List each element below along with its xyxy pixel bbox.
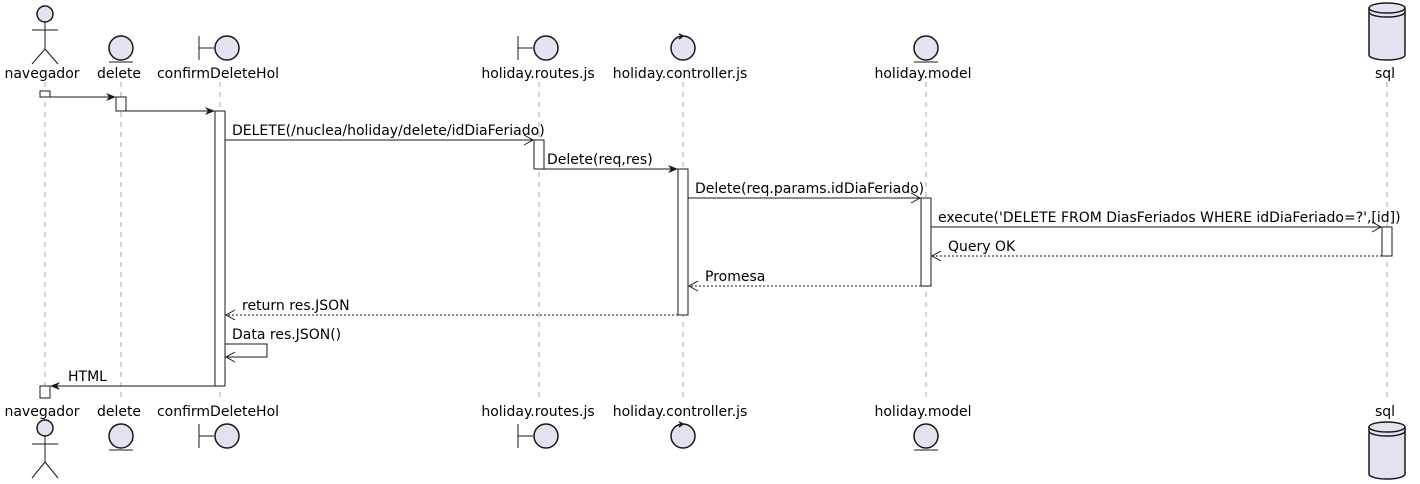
messages: DELETE(/nuclea/holiday/delete/idDiaFeria… xyxy=(50,93,1401,390)
participant-label-delete-bottom: delete xyxy=(97,404,141,420)
participant-label-confirmDeleteHol: confirmDeleteHol xyxy=(157,66,279,82)
activation-delete xyxy=(115,96,127,112)
participant-label-model-bottom: holiday.model xyxy=(874,404,971,420)
participant-label-sql-bottom: sql xyxy=(1375,404,1395,420)
message-10: Data res.JSON() xyxy=(224,327,341,363)
arrowhead-solid-icon xyxy=(106,93,116,101)
activation-controller xyxy=(677,168,689,316)
arrowhead-solid-icon xyxy=(668,165,678,173)
message-label-10: Data res.JSON() xyxy=(232,327,341,343)
message-11: HTML xyxy=(50,369,215,390)
participant-label-routes-bottom: holiday.routes.js xyxy=(481,404,594,420)
participant-labels-bottom: navegador delete confirmDeleteHol holida… xyxy=(4,404,1395,420)
arrowhead-open-icon xyxy=(930,250,942,262)
message-9: return res.JSON xyxy=(224,298,678,321)
message-label-8: Promesa xyxy=(705,269,765,285)
message-5: Delete(req.params.idDiaFeriado) xyxy=(688,181,924,204)
boundary-icon xyxy=(517,35,559,61)
control-icon xyxy=(670,33,696,61)
activations xyxy=(39,90,1393,399)
entity-icon xyxy=(913,35,939,63)
participant-label-navegador-bottom: navegador xyxy=(4,404,79,420)
boundary-icon xyxy=(517,423,559,449)
participant-label-confirmDeleteHol-bottom: confirmDeleteHol xyxy=(157,404,279,420)
boundary-icon xyxy=(198,35,240,61)
message-3: DELETE(/nuclea/holiday/delete/idDiaFeria… xyxy=(225,123,545,146)
arrowhead-solid-icon xyxy=(205,107,215,115)
message-label-3: DELETE(/nuclea/holiday/delete/idDiaFeria… xyxy=(232,123,545,139)
activation-confirmDeleteHol xyxy=(214,110,226,387)
message-label-11: HTML xyxy=(68,369,107,385)
arrowhead-open-icon xyxy=(224,309,236,321)
participant-label-routes: holiday.routes.js xyxy=(481,66,594,82)
arrowhead-open-icon xyxy=(687,280,699,292)
entity-icon xyxy=(108,423,134,451)
actor-icon xyxy=(31,419,59,479)
message-1 xyxy=(50,93,116,101)
participant-label-delete: delete xyxy=(97,66,141,82)
participant-labels-top: navegador delete confirmDeleteHol holida… xyxy=(4,66,1395,82)
control-icon xyxy=(670,421,696,449)
participant-label-controller: holiday.controller.js xyxy=(613,66,748,82)
participant-shapes-bottom xyxy=(31,419,1406,480)
message-label-5: Delete(req.params.idDiaFeriado) xyxy=(695,181,924,197)
entity-icon xyxy=(108,35,134,63)
message-label-4: Delete(req,res) xyxy=(547,152,653,168)
entity-icon xyxy=(913,423,939,451)
activation-sql xyxy=(1381,226,1393,257)
activation-model xyxy=(920,197,932,287)
activation-routes xyxy=(533,139,545,170)
arrowhead-open-icon xyxy=(224,351,236,363)
arrowhead-open-icon xyxy=(1371,221,1383,233)
boundary-icon xyxy=(198,423,240,449)
arrowhead-open-icon xyxy=(910,192,922,204)
database-icon xyxy=(1368,421,1406,480)
message-4: Delete(req,res) xyxy=(544,152,678,173)
message-7: Query OK xyxy=(930,239,1382,262)
message-label-9: return res.JSON xyxy=(242,298,350,314)
participant-label-model: holiday.model xyxy=(874,66,971,82)
participant-label-controller-bottom: holiday.controller.js xyxy=(613,404,748,420)
participant-label-sql: sql xyxy=(1375,66,1395,82)
message-label-6: execute('DELETE FROM DiasFeriados WHERE … xyxy=(938,210,1401,226)
arrowhead-solid-icon xyxy=(50,382,60,390)
message-label-7: Query OK xyxy=(948,239,1016,255)
actor-icon xyxy=(31,5,59,65)
participant-shapes-top xyxy=(31,2,1406,65)
participant-label-navegador: navegador xyxy=(4,66,79,82)
message-8: Promesa xyxy=(687,269,921,292)
database-icon xyxy=(1368,2,1406,61)
arrowhead-open-icon xyxy=(523,134,535,146)
message-2 xyxy=(126,107,215,115)
message-6: execute('DELETE FROM DiasFeriados WHERE … xyxy=(931,210,1401,233)
activation-navegador-end xyxy=(39,385,51,399)
activation-navegador-start xyxy=(39,90,51,98)
